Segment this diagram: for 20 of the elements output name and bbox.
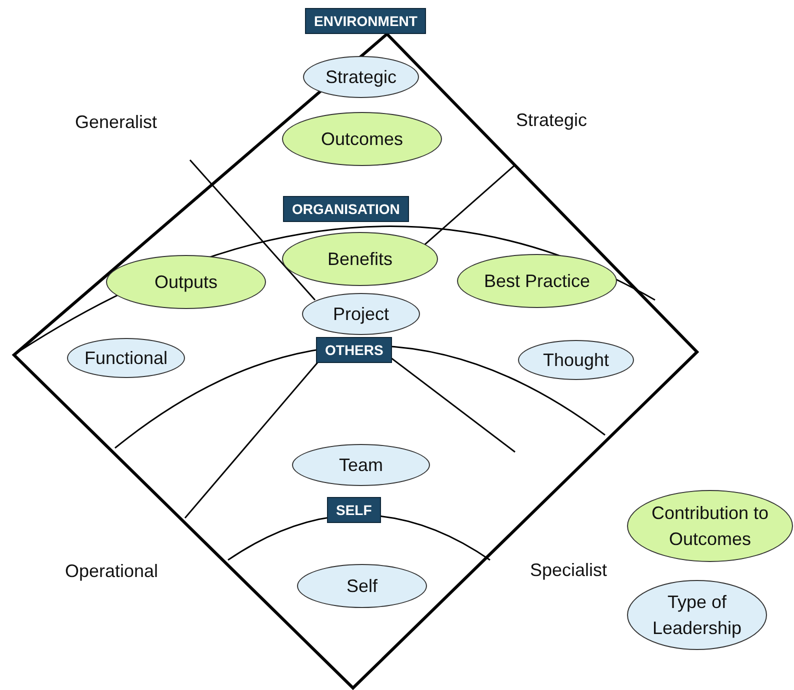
leadership-ellipse: Strategic [303, 56, 419, 98]
leadership-ellipse: Thought [518, 340, 634, 380]
level-banner: SELF [327, 497, 381, 523]
legend-text: Contribution to Outcomes [650, 502, 770, 551]
leadership-ellipse: Team [292, 444, 430, 486]
level-banner: ORGANISATION [283, 196, 409, 222]
corner-label: Operational [65, 561, 158, 582]
level-banner: ENVIRONMENT [305, 8, 426, 34]
corner-label: Generalist [75, 112, 158, 133]
level-banner: OTHERS [316, 337, 392, 363]
leadership-ellipse: Outputs [106, 255, 266, 309]
corner-label: Strategic [516, 110, 588, 131]
legend-text: Type of Leadership [651, 590, 743, 640]
leadership-ellipse: Outcomes [282, 112, 442, 166]
leadership-ellipse: Functional [67, 338, 185, 378]
leadership-ellipse: Best Practice [457, 254, 617, 308]
leadership-ellipse: Benefits [282, 232, 438, 286]
corner-label: Specialist [530, 560, 608, 581]
leadership-ellipse: Self [297, 564, 427, 608]
leadership-ellipse: Project [302, 293, 420, 335]
